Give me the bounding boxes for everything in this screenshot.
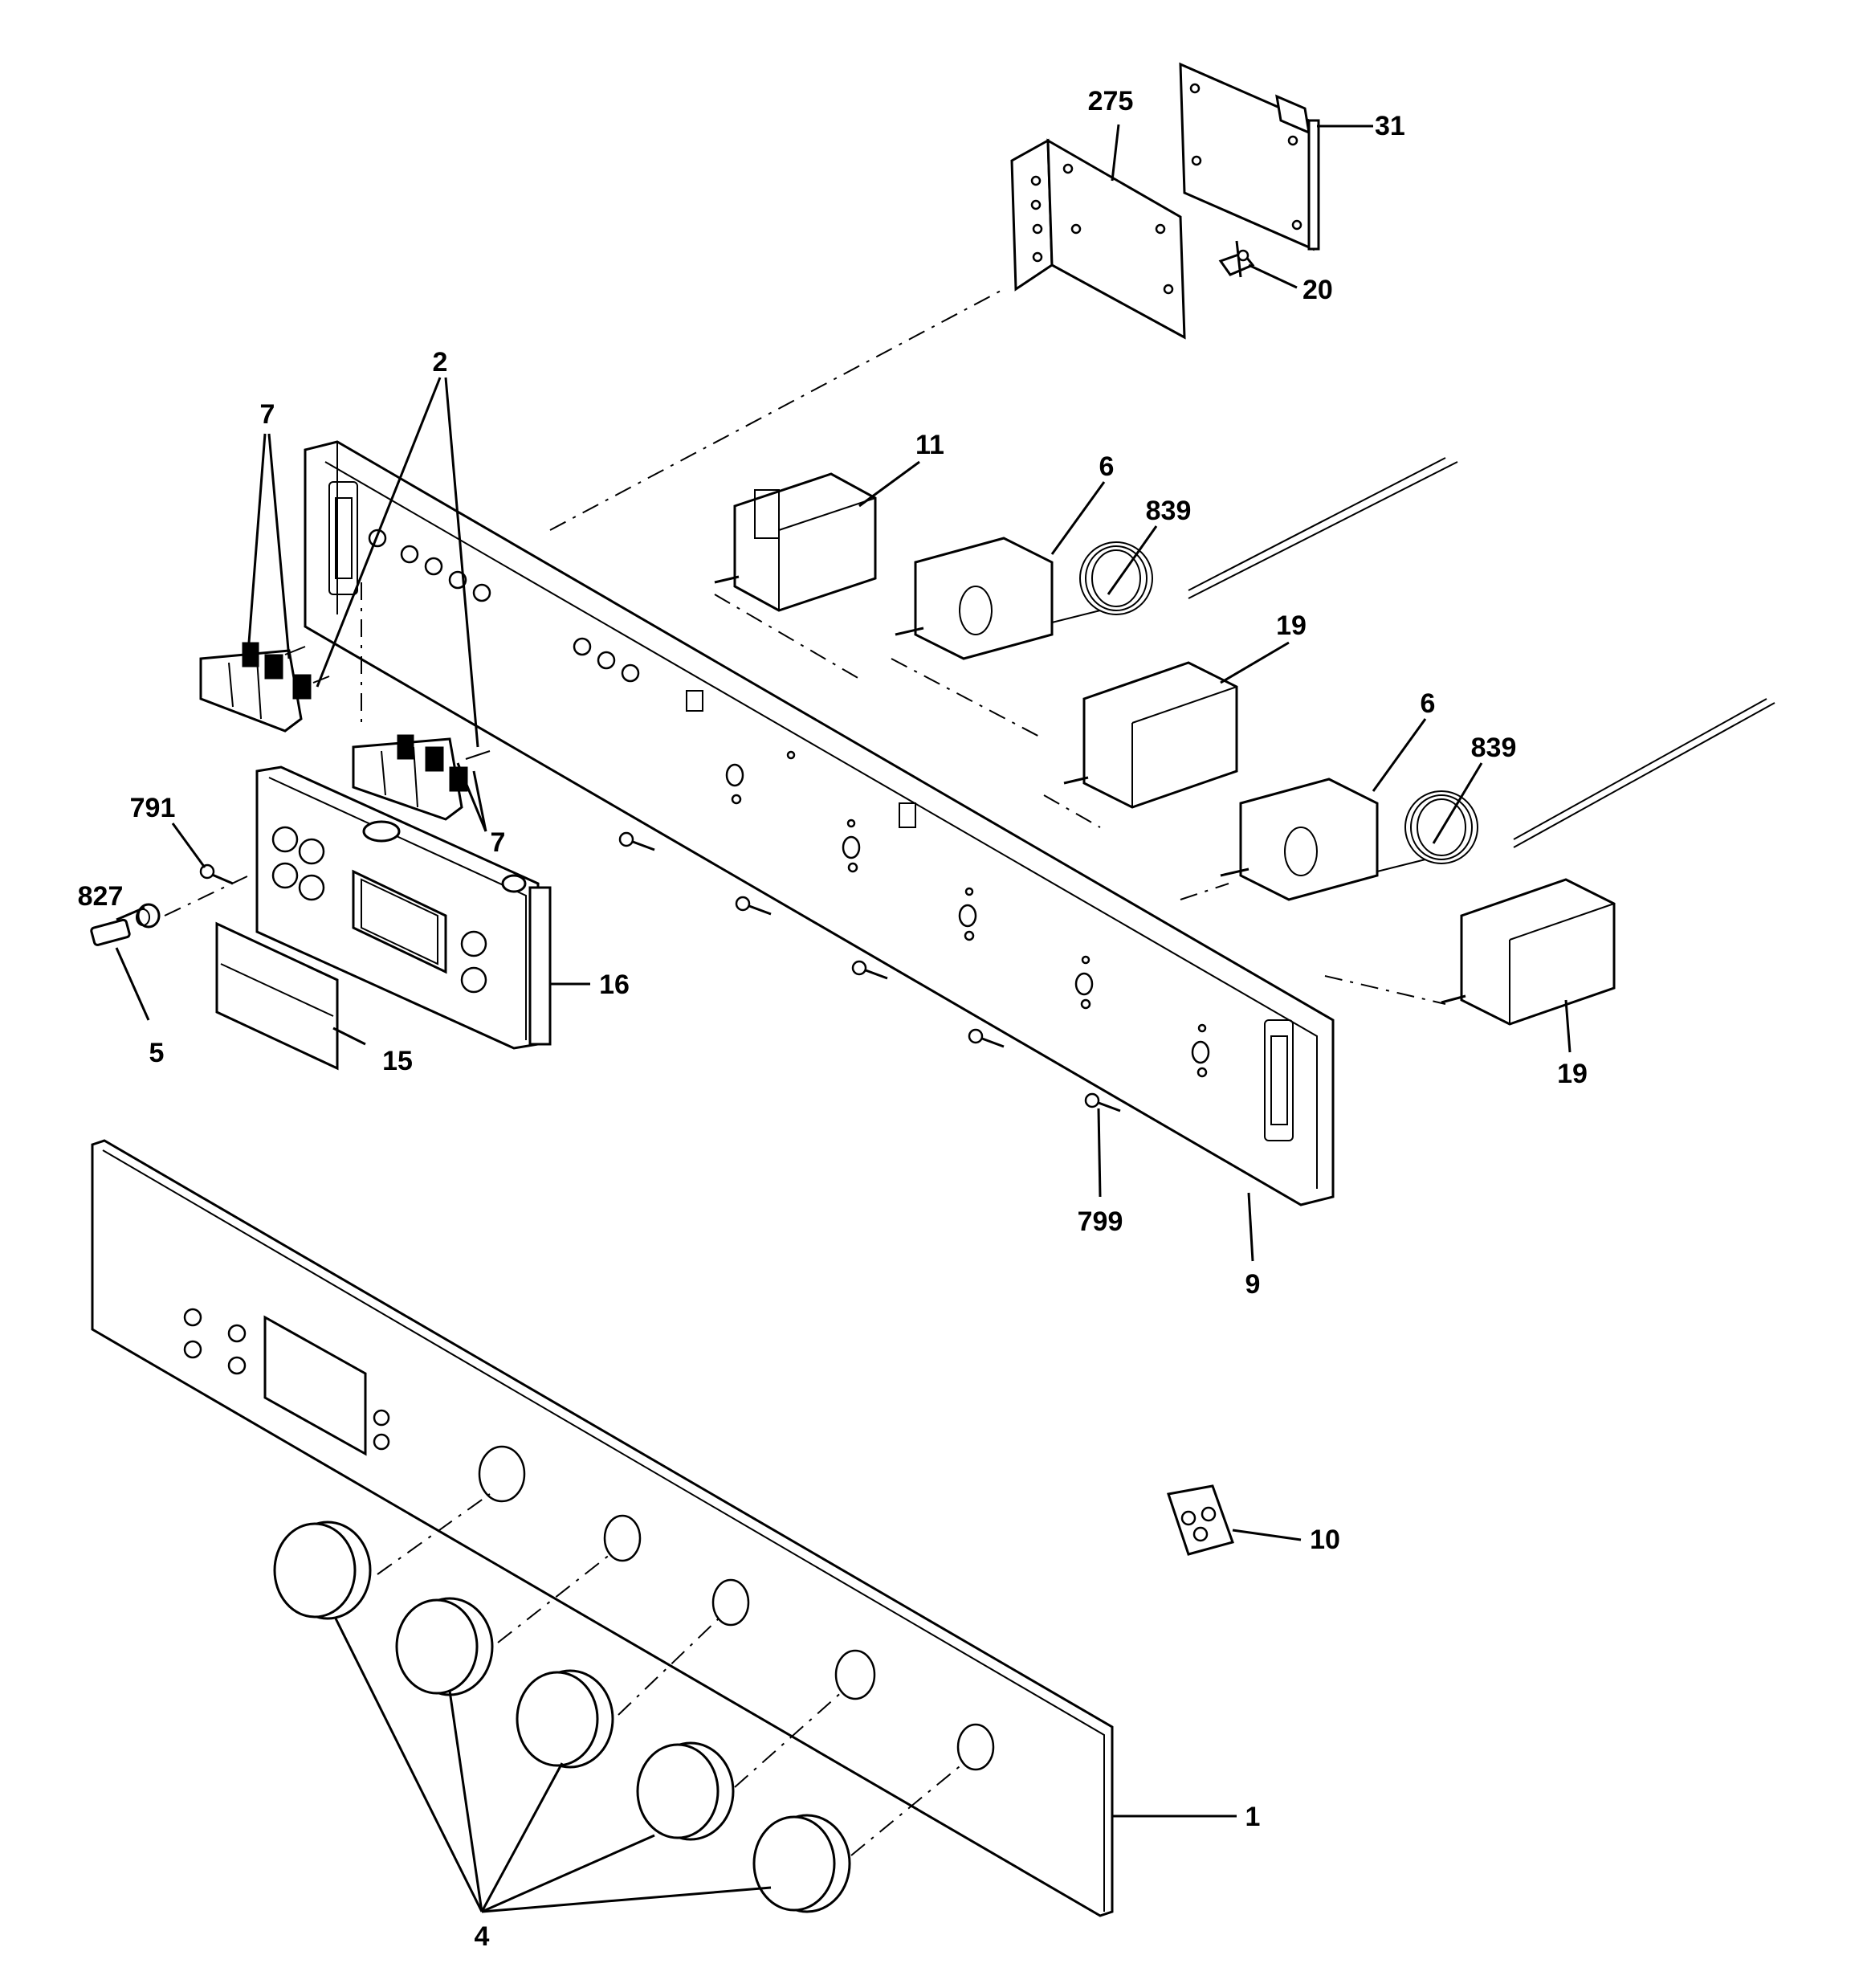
callout-827: 827 (78, 881, 124, 912)
callout-9: 9 (1245, 1269, 1261, 1300)
main-bracket-9 (304, 440, 1335, 1206)
hardware-bag-10 (1167, 1484, 1234, 1556)
callout-2: 2 (433, 347, 448, 378)
knob-1 (273, 1521, 372, 1620)
switch-block-upper-7 (199, 642, 330, 733)
callout-6-lower: 6 (1421, 688, 1436, 719)
callout-839-upper: 839 (1146, 496, 1192, 526)
selector-switch-11 (714, 472, 877, 612)
knob-4 (636, 1741, 735, 1841)
callout-4: 4 (475, 1921, 490, 1952)
switch-block-lower-7 (352, 734, 491, 821)
callout-799: 799 (1078, 1206, 1123, 1237)
clip-20 (1218, 240, 1255, 278)
knob-3 (516, 1669, 614, 1769)
thermostat-6-lower (1220, 778, 1379, 901)
callout-839-lower: 839 (1471, 733, 1517, 763)
assembly-lines (164, 288, 1446, 1856)
callout-7-lower: 7 (491, 827, 506, 858)
capillary-839-upper (1051, 457, 1458, 623)
callout-791: 791 (130, 793, 176, 823)
callout-275: 275 (1088, 86, 1134, 116)
callout-1: 1 (1245, 1802, 1261, 1832)
selector-switch-19-lower (1441, 878, 1616, 1026)
spring-827 (136, 903, 161, 929)
capillary-839-lower (1376, 698, 1775, 872)
callout-15: 15 (382, 1046, 413, 1076)
screws (199, 831, 1121, 1112)
front-panel-1 (91, 1139, 1114, 1917)
knob-2 (395, 1597, 494, 1696)
callout-20: 20 (1302, 275, 1333, 305)
screw-799 (1084, 1092, 1121, 1112)
knob-5 (752, 1814, 851, 1913)
thermostat-6-upper (895, 537, 1054, 660)
callout-31: 31 (1375, 111, 1405, 141)
callout-16: 16 (599, 970, 630, 1000)
callout-10: 10 (1310, 1525, 1340, 1555)
bracket-275 (1010, 138, 1186, 340)
callout-5: 5 (149, 1038, 165, 1068)
knobs-4 (273, 1521, 851, 1913)
selector-switch-19-upper (1063, 661, 1238, 809)
leader-lines (115, 124, 1572, 1913)
callout-7-upper: 7 (260, 399, 275, 430)
callout-labels: 275 31 20 2 7 7 11 6 839 19 6 839 19 791… (78, 86, 1588, 1952)
callout-6-upper: 6 (1099, 451, 1115, 482)
overlay-15 (215, 921, 339, 1071)
screw-791 (199, 863, 234, 885)
display-module-16 (255, 765, 552, 1050)
callout-19-upper: 19 (1276, 610, 1307, 641)
callout-11: 11 (915, 430, 944, 460)
control-board-31 (1179, 62, 1320, 251)
shaft-5 (90, 918, 131, 946)
callout-19-lower: 19 (1557, 1059, 1588, 1089)
